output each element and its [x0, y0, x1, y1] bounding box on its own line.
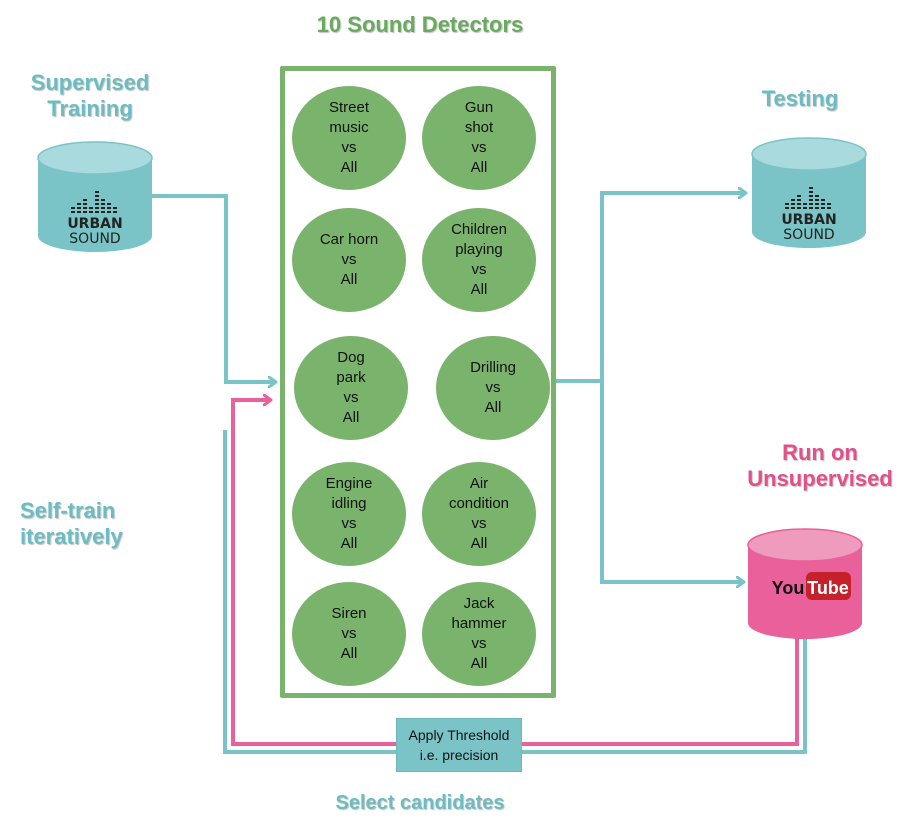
detector-label: Engine idling vs All — [325, 475, 373, 552]
detector-circle: Siren vs All — [292, 582, 406, 686]
feedback-pink-line — [231, 400, 799, 746]
detector-circle: Drilling vs All — [436, 336, 550, 440]
select-candidates-label: Select candidates — [335, 792, 505, 814]
youtube-logo-left: You — [772, 578, 805, 598]
detector-label: Street music vs All — [328, 99, 370, 176]
detector-circle: Children playing vs All — [422, 208, 536, 312]
detector-circle: Air condition vs All — [422, 462, 536, 566]
supervised-training-label: Supervised Training — [30, 70, 150, 121]
detector-circle: Dog park vs All — [294, 336, 408, 440]
detector-label: Children playing vs All — [451, 221, 507, 298]
testing-dataset-cylinder: URBAN SOUND — [750, 136, 868, 250]
equalizer-icon — [785, 187, 831, 209]
detector-circle: Engine idling vs All — [292, 462, 406, 566]
database-icon: URBAN SOUND — [751, 137, 867, 248]
train-to-detectors-line — [152, 194, 276, 382]
detector-label: Siren vs All — [331, 605, 367, 662]
equalizer-icon — [71, 191, 117, 213]
self-train-label: Self-train iteratively — [20, 498, 123, 549]
youtube-logo-icon — [806, 572, 851, 600]
detector-label: Air condition vs All — [448, 475, 510, 552]
testing-label: Testing — [761, 86, 839, 111]
training-dataset-cylinder: URBAN SOUND — [36, 140, 154, 254]
apply-threshold-box: Apply Threshold i.e. precision — [396, 718, 522, 772]
detectors-to-youtube-line — [600, 381, 744, 582]
logo-bottom-text: SOUND — [69, 231, 120, 247]
database-icon: URBAN SOUND — [37, 141, 153, 252]
detector-circle: Gun shot vs All — [422, 86, 536, 190]
run-on-unsupervised-label: Run on Unsupervised — [747, 440, 893, 491]
detector-circle: Car horn vs All — [292, 208, 406, 312]
detector-circle: Street music vs All — [292, 86, 406, 190]
detector-label: Car horn vs All — [319, 231, 379, 288]
detectors-to-testing-line — [600, 193, 746, 382]
logo-top-text: URBAN — [781, 212, 836, 228]
logo-bottom-text: SOUND — [783, 227, 834, 243]
database-icon: You Tube — [747, 528, 863, 639]
detector-label: Dog park vs All — [336, 349, 366, 426]
youtube-logo-right: Tube — [807, 578, 849, 598]
detector-label: Drilling vs All — [470, 359, 516, 416]
youtube-dataset-cylinder: You Tube — [746, 527, 864, 641]
logo-top-text: URBAN — [67, 216, 122, 232]
detector-label: Jack hammer vs All — [451, 595, 507, 672]
detector-circle: Jack hammer vs All — [422, 582, 536, 686]
diagram-title: 10 Sound Detectors — [316, 12, 524, 37]
detector-label: Gun shot vs All — [464, 99, 494, 176]
